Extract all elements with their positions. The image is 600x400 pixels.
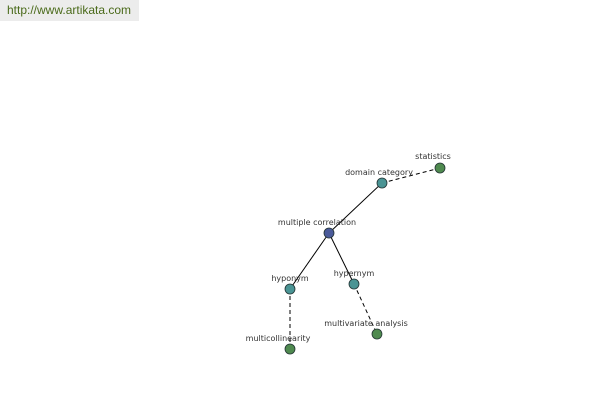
edge-multiple-correlation-to-hyponym (289, 232, 330, 290)
node-dot-hypernym[interactable] (348, 278, 360, 290)
edge-layer (289, 167, 441, 349)
node-label-multivariate-analysis: multivariate analysis (324, 319, 408, 328)
node-label-multicollinearity: multicollinearity (246, 334, 311, 343)
edge-domain-category-to-statistics (381, 167, 441, 184)
source-url-link[interactable]: http://www.artikata.com (7, 3, 132, 17)
node-label-statistics: statistics (415, 152, 451, 161)
node-label-domain-category: domain category (345, 168, 413, 177)
node-layer: multiple correlation domain categorystati… (246, 152, 451, 355)
node-hypernym[interactable]: hypernym (334, 269, 375, 290)
node-multivariate-analysis[interactable]: multivariate analysis (324, 319, 408, 340)
node-domain-category[interactable]: domain category (345, 168, 413, 189)
node-multicollinearity[interactable]: multicollinearity (246, 334, 311, 355)
node-label-hyponym: hyponym (271, 274, 309, 283)
node-label-multiple-correlation: multiple correlation (278, 218, 356, 227)
node-multiple-correlation[interactable]: multiple correlation (278, 218, 356, 239)
edge-multiple-correlation-to-hypernym (328, 232, 355, 285)
node-dot-domain-category[interactable] (376, 177, 388, 189)
node-dot-hyponym[interactable] (284, 283, 296, 295)
source-url-banner: http://www.artikata.com (0, 0, 139, 21)
edge-hypernym-to-multivariate-analysis (353, 283, 378, 335)
node-dot-statistics[interactable] (434, 162, 446, 174)
node-hyponym[interactable]: hyponym (271, 274, 309, 295)
node-label-hypernym: hypernym (334, 269, 375, 278)
node-dot-multicollinearity[interactable] (284, 343, 296, 355)
node-dot-multiple-correlation[interactable] (323, 227, 335, 239)
edge-multiple-correlation-to-domain-category (328, 182, 383, 234)
node-statistics[interactable]: statistics (415, 152, 451, 174)
node-dot-multivariate-analysis[interactable] (371, 328, 383, 340)
